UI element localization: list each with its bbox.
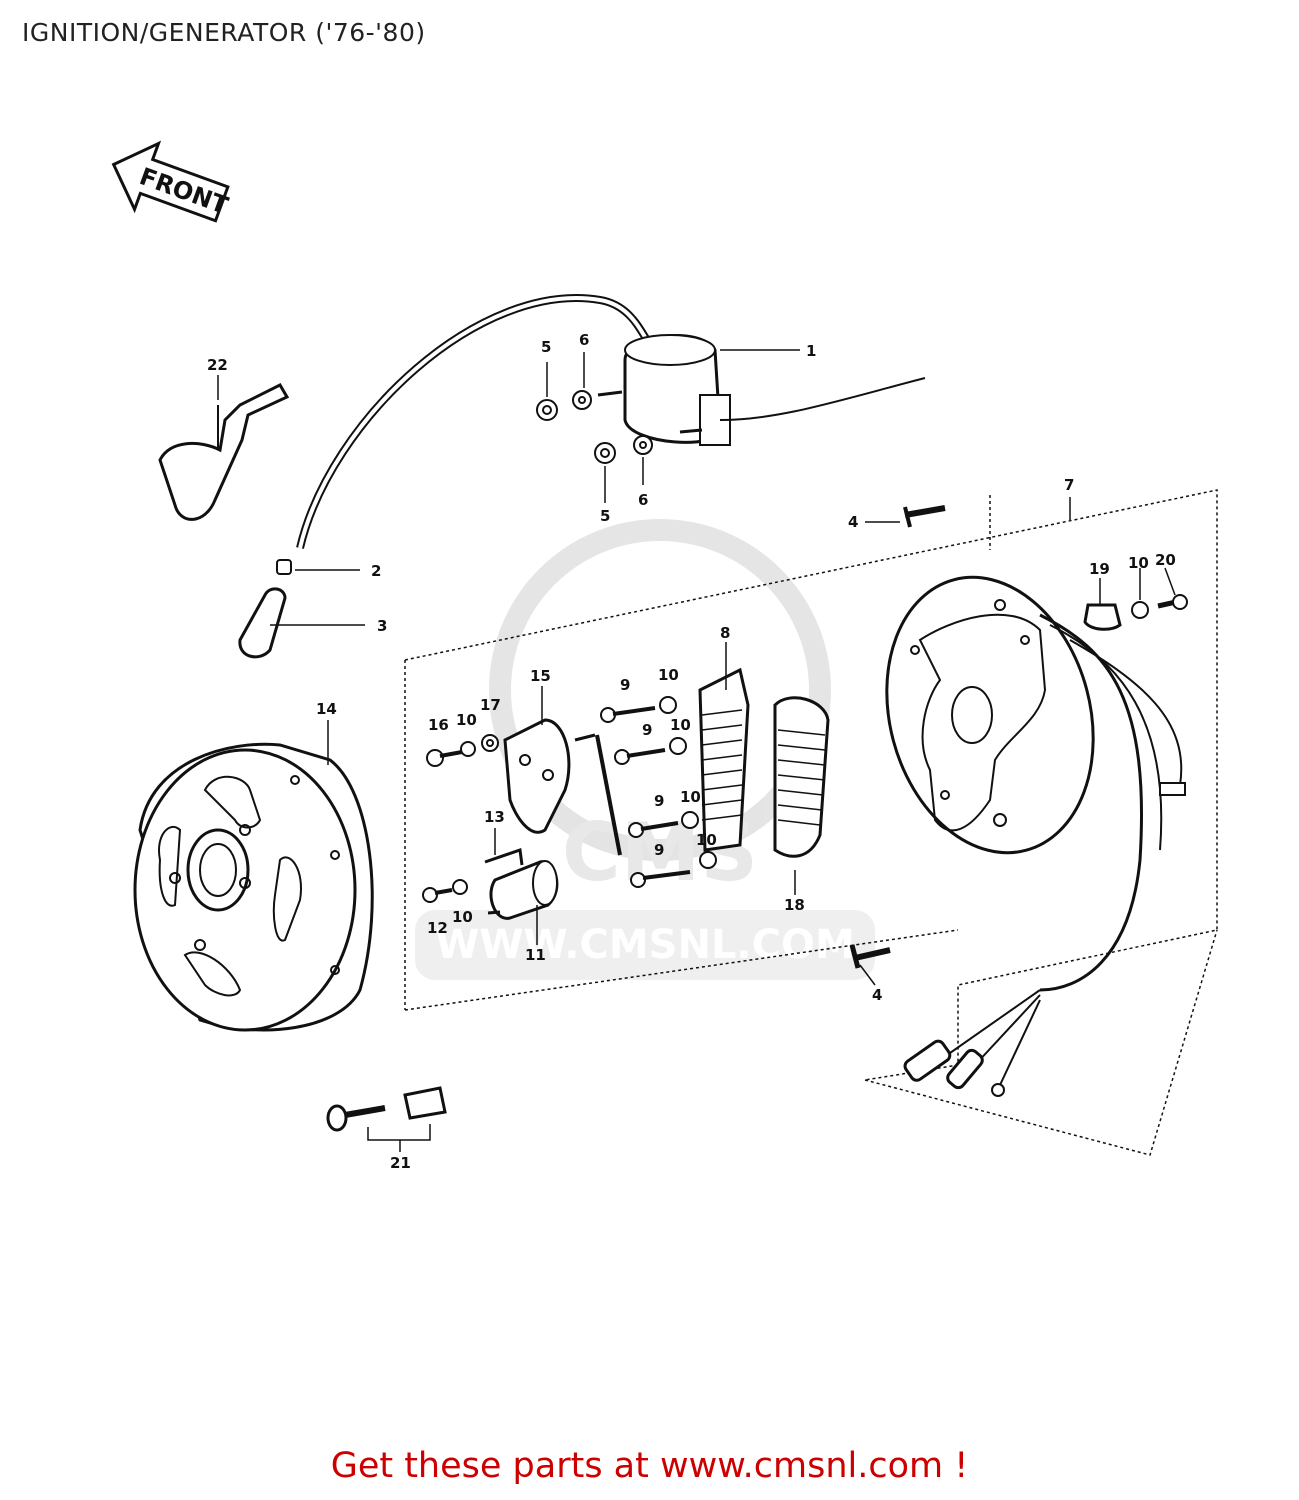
condenser [484, 847, 559, 920]
callout-6-upper: 6 [579, 331, 589, 349]
ht-cable [296, 294, 654, 549]
callout-12: 12 [427, 919, 448, 937]
callout-9-a: 9 [620, 676, 630, 694]
coil-nuts [536, 390, 653, 464]
callout-7: 7 [1064, 476, 1074, 494]
callout-19: 19 [1089, 560, 1110, 578]
callout-14: 14 [316, 700, 337, 718]
exploded-parts-diagram: CMS WWW.CMSNL.COM FRONT [111, 140, 1218, 1172]
coil-screws [600, 696, 717, 888]
callout-4-lower: 4 [872, 986, 882, 1004]
watermark-url-text: WWW.CMSNL.COM [435, 922, 855, 968]
spark-plug-cap [158, 383, 290, 521]
stator-screws [849, 505, 946, 969]
callout-3: 3 [377, 617, 387, 635]
callout-17: 17 [480, 696, 501, 714]
call-to-action-link[interactable]: Get these parts at www.cmsnl.com ! [330, 1446, 969, 1486]
callout-10-c: 10 [680, 788, 701, 806]
charging-coil [773, 696, 830, 858]
bolt-and-nut [326, 1086, 447, 1152]
callout-1: 1 [806, 342, 816, 360]
lighting-coil [698, 667, 750, 852]
callout-10-d: 10 [696, 831, 717, 849]
callout-10-b: 10 [670, 716, 691, 734]
breaker-fasteners [426, 734, 499, 767]
callout-5-upper: 5 [541, 338, 551, 356]
callout-10-e: 10 [456, 711, 477, 729]
callout-10-a: 10 [658, 666, 679, 684]
callout-15: 15 [530, 667, 551, 685]
stator-plate [885, 575, 1095, 855]
stator-harness [903, 613, 1186, 1097]
callout-21: 21 [390, 1154, 411, 1172]
callout-9-d: 9 [654, 841, 664, 859]
watermark: CMS WWW.CMSNL.COM [415, 519, 875, 980]
leader-lines [217, 349, 1176, 986]
callout-2: 2 [371, 562, 381, 580]
callout-8: 8 [720, 624, 730, 642]
condenser-fasteners [422, 879, 468, 903]
callout-11: 11 [525, 946, 546, 964]
callout-16: 16 [428, 716, 449, 734]
callout-9-b: 9 [642, 721, 652, 739]
plug-terminal [276, 559, 292, 575]
callout-9-c: 9 [654, 792, 664, 810]
callout-4-upper: 4 [848, 513, 858, 531]
callout-22: 22 [207, 356, 228, 374]
callout-10-f: 10 [452, 908, 473, 926]
callouts: 1 2 3 4 4 5 5 6 6 7 8 9 9 9 9 10 10 10 1… [207, 331, 1176, 1172]
callout-6-lower: 6 [638, 491, 648, 509]
callout-18: 18 [784, 896, 805, 914]
callout-10-g: 10 [1128, 554, 1149, 572]
assembly-frame [404, 489, 1218, 1156]
callout-5-lower: 5 [600, 507, 610, 525]
callout-20: 20 [1155, 551, 1176, 569]
cable-boot [238, 587, 287, 659]
harness-clamp [1083, 594, 1188, 631]
page-title: IGNITION/GENERATOR ('76-'80) [22, 18, 426, 47]
cam-lubricator [595, 734, 622, 856]
callout-13: 13 [484, 808, 505, 826]
ignition-coil [597, 334, 926, 446]
front-arrow-icon: FRONT [111, 140, 232, 223]
contact-breaker [503, 718, 596, 834]
flywheel-rotor [133, 742, 374, 1032]
